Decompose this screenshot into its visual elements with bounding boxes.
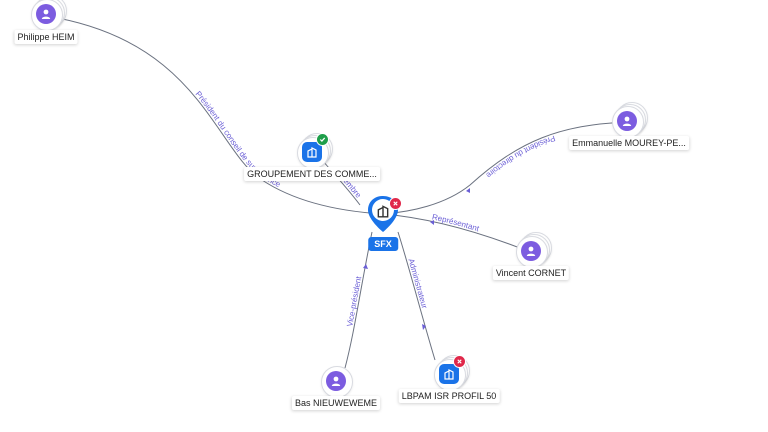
edge-philippe-sfx: Président du conseil de surveillance <box>45 15 384 215</box>
node-label: Bas NIEUWEWEME <box>291 396 381 410</box>
svg-text:Vice-président: Vice-président <box>345 275 363 327</box>
node-label: Philippe HEIM <box>14 30 78 44</box>
building-icon <box>439 364 459 384</box>
cross-icon <box>453 355 466 368</box>
svg-text:Président du directoire: Président du directoire <box>484 134 557 181</box>
edge-label-bas-sfx: Vice-président <box>345 275 363 327</box>
person-icon <box>617 111 637 131</box>
node-label: SFX <box>368 237 398 251</box>
cross-icon <box>389 197 402 210</box>
node-label: GROUPEMENT DES COMME... <box>244 167 380 181</box>
edge-label-emmanuelle-sfx: Président du directoire <box>484 134 557 181</box>
arrow-icon <box>430 220 434 225</box>
building-icon <box>376 204 390 223</box>
person-icon <box>36 4 56 24</box>
arrow-icon <box>466 188 470 193</box>
arrow-icon <box>422 324 426 330</box>
node-label: Emmanuelle MOUREY-PE... <box>569 136 689 150</box>
edge-vincent-sfx: Représentant <box>382 212 531 253</box>
person-icon <box>326 371 346 391</box>
edge-lbpam-sfx: Administrateur <box>397 231 436 361</box>
node-label: Vincent CORNET <box>492 266 570 280</box>
building-icon <box>302 142 322 162</box>
node-label: LBPAM ISR PROFIL 50 <box>398 389 500 403</box>
edge-bas-sfx: Vice-président <box>344 231 373 369</box>
person-icon <box>521 241 541 261</box>
check-icon <box>316 133 329 146</box>
arrow-icon <box>363 264 368 269</box>
